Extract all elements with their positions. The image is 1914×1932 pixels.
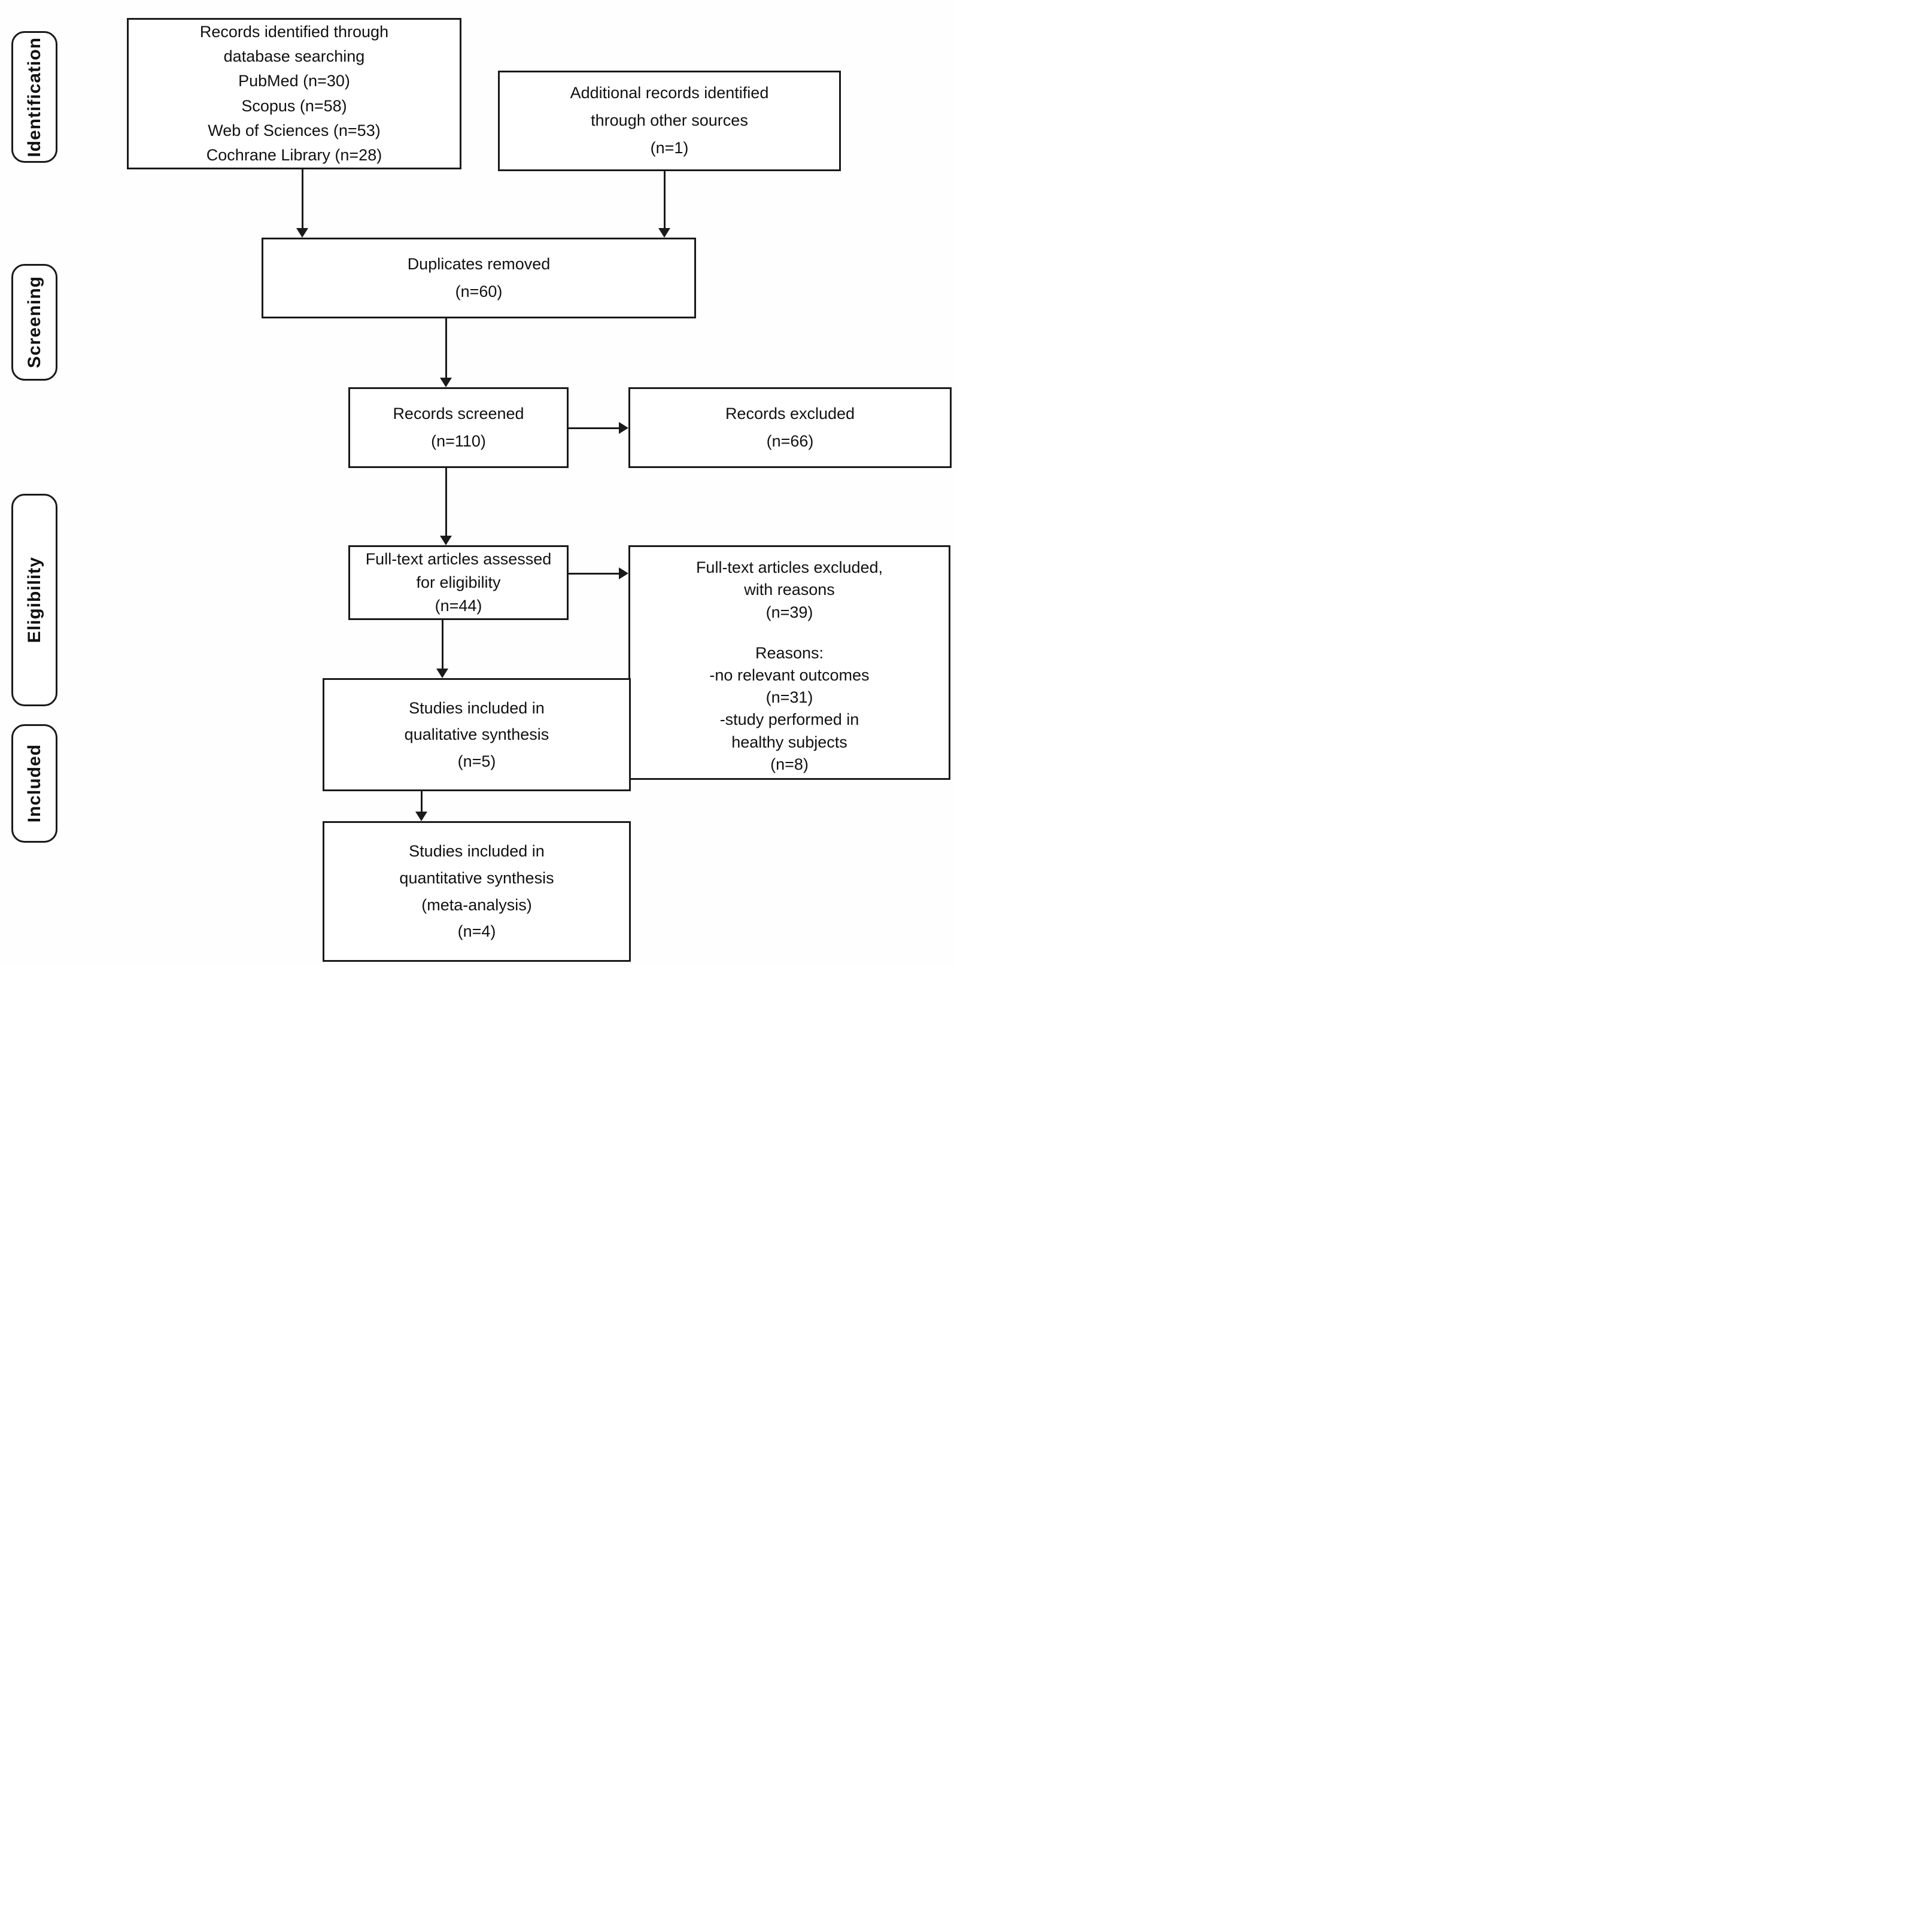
text-line: Cochrane Library (n=28) xyxy=(206,145,382,164)
box-fulltext-assessed: Full-text articles assessed for eligibili… xyxy=(348,545,569,620)
stage-eligibility: Eligibility xyxy=(11,494,57,706)
text-line: with reasons xyxy=(744,581,835,599)
arrow-fulltext-to-qualitative xyxy=(436,620,448,678)
arrow-additional-to-duplicates xyxy=(658,171,670,238)
text-line: Additional records identified xyxy=(570,84,769,102)
text-line: for eligibility xyxy=(416,573,501,591)
text-line: Records excluded xyxy=(725,404,855,423)
stage-screening-label: Screening xyxy=(24,276,44,369)
stage-identification-label: Identification xyxy=(24,37,44,157)
box-quantitative-synthesis: Studies included in quantitative synthesi… xyxy=(323,821,631,962)
text-line: (n=60) xyxy=(455,282,503,300)
box-records-screened: Records screened (n=110) xyxy=(348,387,569,468)
text-line: healthy subjects xyxy=(731,733,847,751)
text-line: (n=5) xyxy=(457,752,496,770)
text-line: (n=31) xyxy=(765,688,813,706)
text-line: qualitative synthesis xyxy=(404,725,549,744)
stage-identification: Identification xyxy=(11,31,57,163)
text-line: Web of Sciences (n=53) xyxy=(208,121,381,139)
text-line: (n=39) xyxy=(765,603,813,621)
text-line: Records screened xyxy=(393,404,524,423)
prisma-flow-diagram: Identification Screening Eligibility Inc… xyxy=(0,0,957,966)
stage-included-label: Included xyxy=(24,744,44,823)
text-line: Records identified through xyxy=(199,23,389,41)
text-line: Studies included in xyxy=(409,698,545,717)
arrow-fulltext-to-excluded xyxy=(569,567,628,579)
text-line: through other sources xyxy=(591,111,748,130)
fulltext-excluded-reasons: Reasons: -no relevant outcomes (n=31) -stud… xyxy=(634,642,945,776)
text-line: Studies included in xyxy=(409,842,545,861)
text-line: Duplicates removed xyxy=(407,254,551,273)
box-records-excluded: Records excluded (n=66) xyxy=(628,387,952,468)
text-line: -study performed in xyxy=(719,710,859,729)
box-additional-records: Additional records identified through oth… xyxy=(498,71,841,171)
box-records-identified: Records identified through database searc… xyxy=(127,18,461,169)
arrow-identified-to-duplicates xyxy=(296,169,308,238)
arrow-screened-to-fulltext xyxy=(440,468,452,545)
box-qualitative-synthesis: Studies included in qualitative synthesis… xyxy=(323,678,631,791)
fulltext-excluded-main-lines: Full-text articles excluded, with reasons… xyxy=(634,557,945,624)
text-line: Reasons: xyxy=(755,643,824,662)
arrow-qualitative-to-quantitative xyxy=(415,791,427,821)
text-line: -no relevant outcomes xyxy=(709,666,870,684)
text-line: (n=44) xyxy=(435,597,482,615)
text-line: (n=1) xyxy=(650,138,689,157)
box-fulltext-excluded: Full-text articles excluded, with reasons… xyxy=(628,545,950,780)
text-line: (meta-analysis) xyxy=(421,895,532,914)
text-line: Full-text articles assessed xyxy=(365,549,552,568)
text-line: (n=4) xyxy=(457,922,496,941)
text-line: Full-text articles excluded, xyxy=(695,558,883,576)
stage-included: Included xyxy=(11,724,57,843)
text-line: (n=66) xyxy=(766,432,814,450)
text-line: (n=8) xyxy=(770,755,809,773)
text-line: Scopus (n=58) xyxy=(241,96,347,115)
stage-screening: Screening xyxy=(11,264,57,381)
arrow-screened-to-excluded xyxy=(569,422,628,434)
text-line: database searching xyxy=(223,47,365,66)
arrow-duplicates-to-screened xyxy=(440,318,452,387)
text-line: quantitative synthesis xyxy=(399,868,554,887)
text-line: PubMed (n=30) xyxy=(238,72,350,90)
text-line: (n=110) xyxy=(431,432,486,450)
box-duplicates-removed: Duplicates removed (n=60) xyxy=(262,238,696,318)
stage-eligibility-label: Eligibility xyxy=(24,557,44,643)
